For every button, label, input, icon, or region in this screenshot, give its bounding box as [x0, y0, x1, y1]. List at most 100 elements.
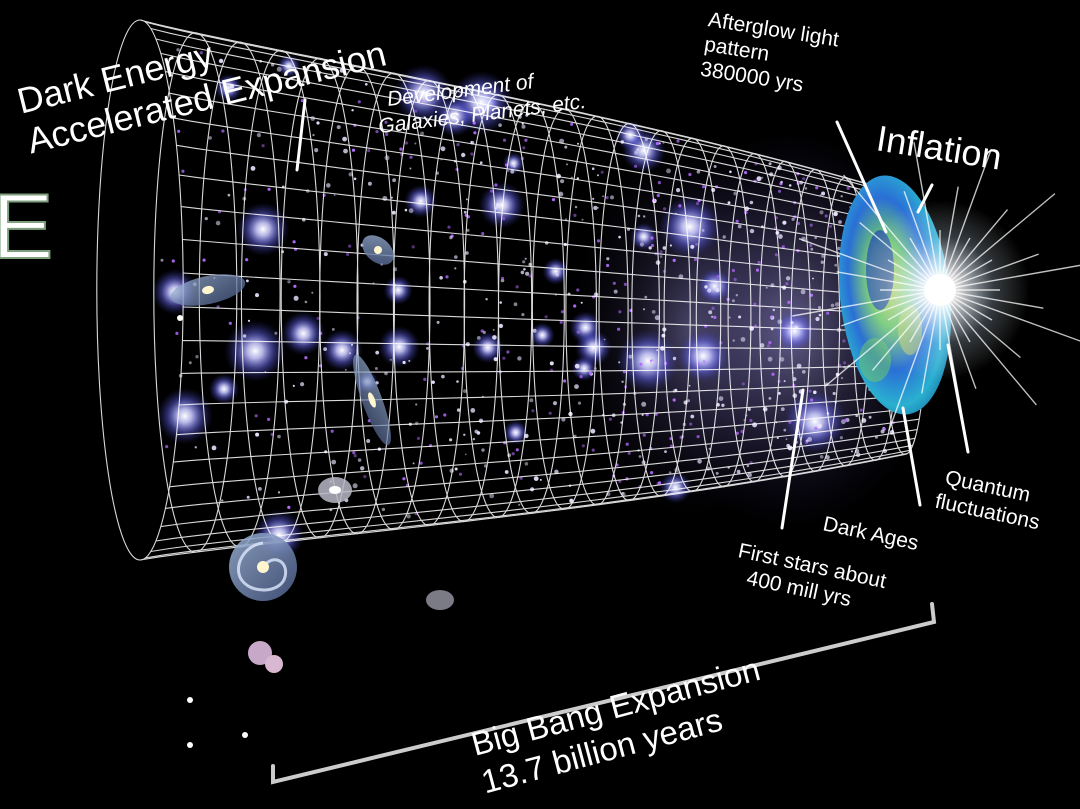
star-dot	[574, 384, 579, 389]
star-dot	[688, 384, 691, 387]
star-dot	[513, 302, 518, 307]
star-dot	[733, 191, 738, 196]
star-dot	[501, 276, 505, 280]
star-dot	[859, 408, 863, 412]
star-dot	[643, 308, 645, 311]
grid-longitude	[183, 306, 926, 334]
star-dot	[657, 181, 662, 185]
grid-ring	[463, 94, 533, 519]
star-dot	[809, 293, 814, 297]
star-dot	[287, 280, 291, 284]
light-ray	[939, 193, 1056, 291]
star-dot	[747, 407, 751, 411]
star-dot	[470, 152, 474, 156]
light-ray	[798, 238, 941, 291]
star-dot	[613, 289, 618, 294]
star-dot	[617, 327, 621, 331]
star-dot	[735, 219, 739, 223]
star-dot	[470, 408, 476, 413]
grid-longitude	[182, 340, 926, 350]
star-dot	[740, 429, 744, 434]
star-dot	[656, 193, 660, 198]
star-dot	[187, 697, 193, 703]
star-dot	[441, 374, 445, 379]
star-dot	[352, 451, 356, 455]
star-dot	[208, 136, 212, 140]
light-ray	[939, 186, 959, 291]
star-dot	[569, 498, 574, 503]
star-dot	[465, 198, 468, 201]
star-dot	[316, 121, 320, 125]
light-ray	[843, 174, 941, 291]
galaxy-glow	[320, 329, 364, 372]
star-dot	[552, 401, 558, 406]
edge-on-galaxy	[353, 354, 391, 446]
galaxy-glow	[697, 268, 733, 304]
star-dot	[408, 359, 411, 362]
star-dot	[498, 323, 504, 329]
star-dot	[678, 204, 682, 208]
spiral-galaxy-3	[362, 235, 394, 265]
star-dot	[662, 246, 666, 250]
star-dot	[579, 375, 583, 379]
star-dot	[336, 125, 341, 130]
star-dot	[351, 109, 354, 112]
star-dot	[472, 437, 476, 441]
star-dot	[800, 289, 806, 295]
star-dot	[837, 246, 841, 251]
star-dot	[492, 335, 497, 340]
star-dot	[786, 443, 791, 448]
star-dot	[832, 391, 836, 396]
star-dot	[752, 422, 758, 428]
star-dot	[590, 428, 596, 434]
star-dot	[573, 304, 577, 308]
star-dot	[785, 438, 788, 440]
star-dot	[733, 277, 737, 282]
star-dot	[702, 185, 706, 189]
star-dot	[333, 194, 336, 197]
star-dot	[838, 220, 842, 224]
pointer-lines	[295, 98, 970, 530]
star-dot	[658, 142, 661, 145]
light-ray	[939, 264, 1080, 291]
star-dot	[360, 466, 365, 471]
star-dot	[696, 201, 700, 206]
pointer-inflation	[916, 183, 934, 214]
galaxy-field	[152, 48, 895, 748]
star-dot	[612, 281, 616, 285]
star-dot	[525, 271, 530, 276]
star-dot	[389, 358, 392, 361]
light-ray	[792, 289, 941, 317]
star-dot	[465, 251, 469, 255]
star-dot	[463, 433, 466, 436]
star-dot	[606, 263, 610, 268]
star-dot	[674, 388, 678, 392]
star-dot	[277, 491, 281, 494]
star-dot	[618, 310, 622, 314]
star-dot	[300, 99, 304, 103]
expansion-grid	[96, 19, 927, 561]
star-dot	[555, 273, 560, 277]
star-dot	[735, 431, 740, 435]
star-dot	[476, 336, 481, 340]
star-dot	[753, 302, 757, 306]
star-dot	[481, 448, 485, 452]
galaxy-glow	[383, 275, 413, 305]
star-dot	[715, 471, 719, 475]
light-ray	[939, 289, 1044, 309]
light-ray	[939, 289, 977, 389]
star-dot	[855, 414, 858, 418]
star-dot	[771, 372, 775, 376]
star-dot	[813, 390, 817, 395]
star-dot	[593, 205, 598, 211]
first-stars-label: First stars about 400 mill yrs	[736, 539, 888, 611]
star-dot	[783, 380, 786, 383]
light-ray	[888, 289, 941, 432]
star-dot	[456, 408, 461, 412]
star-dot	[392, 210, 396, 215]
star-dot	[787, 300, 791, 304]
star-dot	[366, 439, 371, 443]
grid-longitude	[165, 71, 918, 220]
star-dot	[840, 376, 844, 380]
